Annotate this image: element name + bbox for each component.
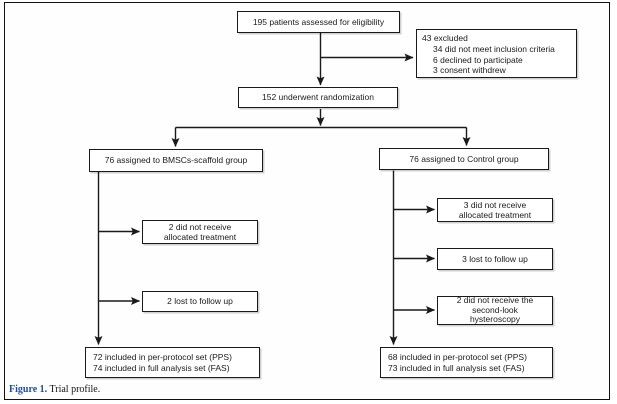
node-bmsc-lost-followup: 2 lost to follow up [142, 291, 258, 312]
node-control-lost-followup: 3 lost to follow up [437, 248, 553, 270]
node-control-outcome: 68 included in per-protocol set (PPS) 73… [380, 347, 553, 378]
excluded-item: 3 consent withdrew [433, 65, 506, 76]
figure-caption-text: Trial profile. [49, 384, 101, 395]
node-eligibility: 195 patients assessed for eligibility [237, 11, 400, 33]
excluded-item: 34 did not meet inclusion criteria [433, 43, 555, 54]
excluded-item: 6 declined to participate [433, 54, 523, 65]
node-excluded: 43 excluded 34 did not meet inclusion cr… [416, 29, 577, 78]
figure-caption-label: Figure 1. [9, 384, 48, 395]
node-bmsc-group: 76 assigned to BMSCs-scaffold group [89, 149, 263, 172]
figure-caption: Figure 1. Trial profile. [9, 384, 100, 395]
node-control-not-received: 3 did not receive allocated treatment [437, 198, 553, 222]
node-bmsc-not-received: 2 did not receive allocated treatment [142, 220, 258, 244]
node-randomization: 152 underwent randomization [238, 87, 398, 108]
node-control-no-hysteroscopy: 2 did not receive the second-look hyster… [437, 296, 553, 325]
node-bmsc-outcome: 72 included in per-protocol set (PPS) 74… [85, 347, 260, 378]
node-control-group: 76 assigned to Control group [379, 148, 549, 170]
excluded-title: 43 excluded [422, 33, 468, 43]
